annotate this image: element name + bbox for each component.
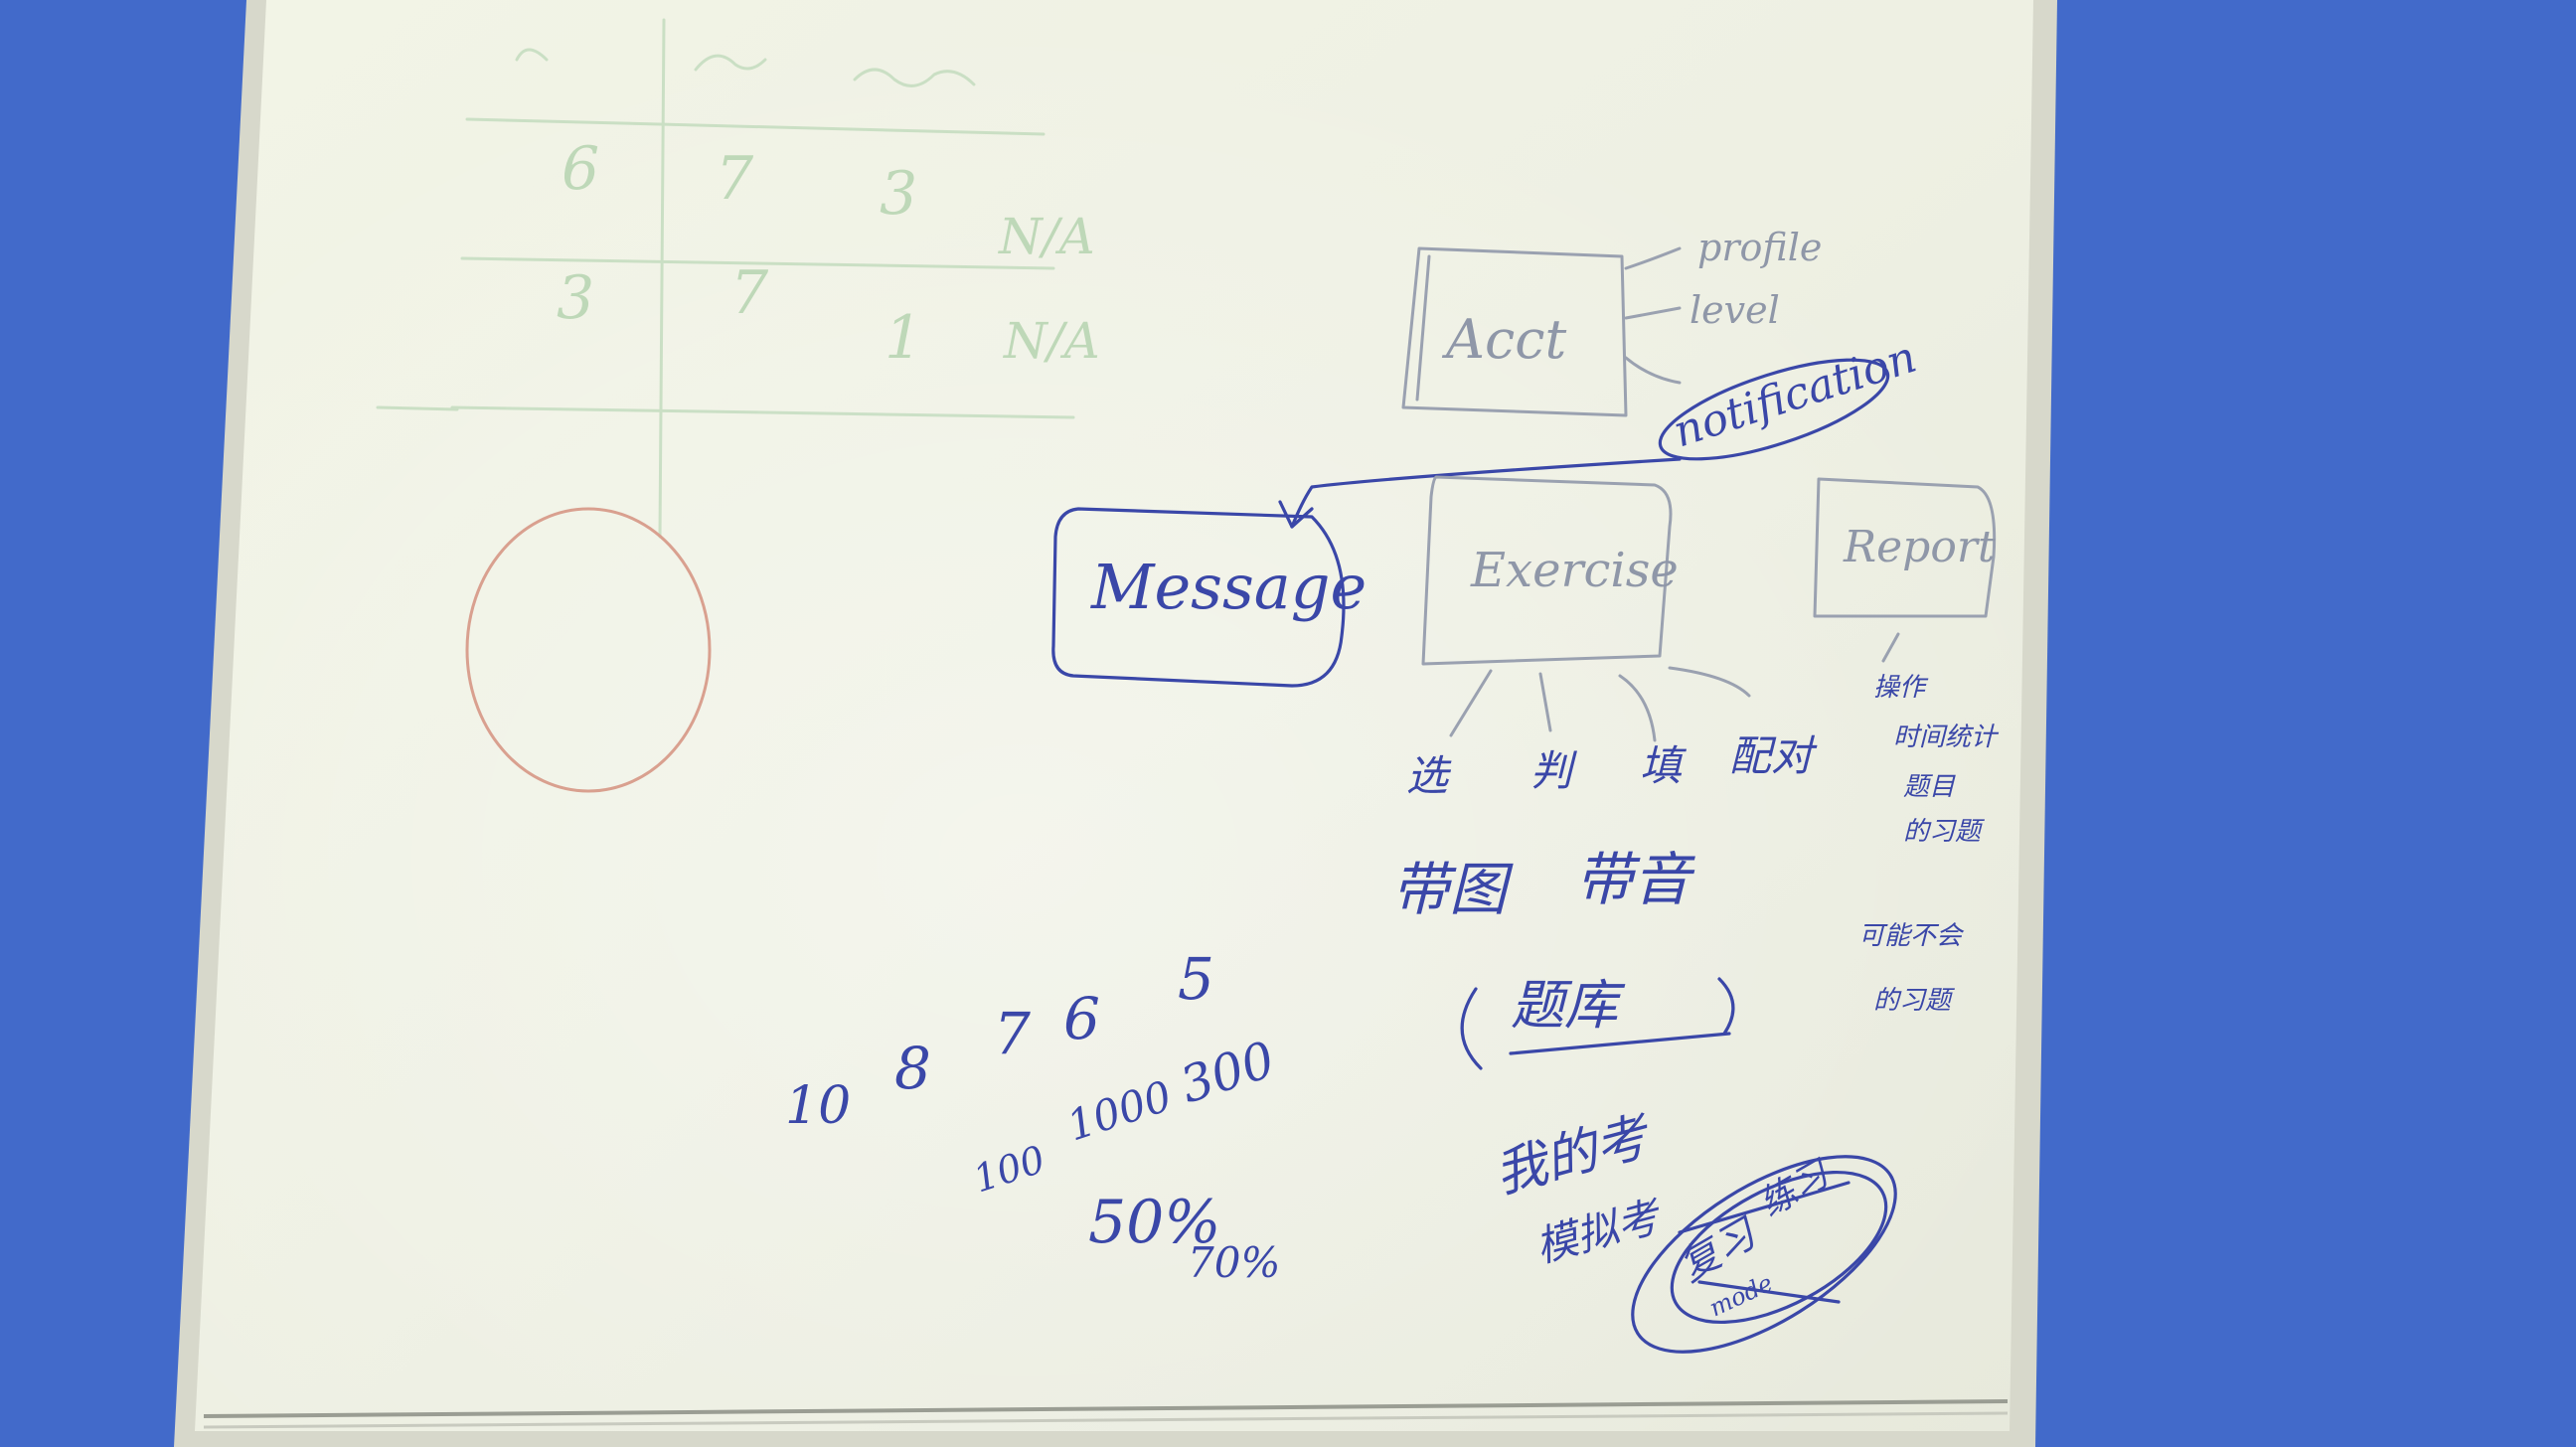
acct-box: Acct profile level <box>1401 226 1822 417</box>
number: 50% <box>1088 1188 1220 1257</box>
exercise-extra: 带图 <box>1391 856 1514 923</box>
report-note: 操作 <box>1873 673 1929 703</box>
report-note: 题目 <box>1903 772 1956 802</box>
faded-table: 6 7 3 N/A 3 7 1 N/A <box>376 18 1100 539</box>
message-box: Message <box>1051 507 1367 688</box>
exercise-type: 判 <box>1530 746 1577 795</box>
number: 7 <box>994 1000 1031 1067</box>
exercise-type: 配对 <box>1729 731 1818 780</box>
report-box: Report <box>1813 477 1997 663</box>
report-note: 的习题 <box>1903 817 1985 847</box>
faded-table-cell: N/A <box>1003 312 1100 370</box>
report-note: 时间统计 <box>1893 723 2000 752</box>
message-label: Message <box>1090 551 1367 623</box>
number: 6 <box>1063 985 1100 1052</box>
report-label: Report <box>1843 522 1996 572</box>
level-label: level <box>1690 288 1780 332</box>
exercise-box: Exercise <box>1421 475 1751 742</box>
profile-label: profile <box>1697 226 1822 269</box>
faded-table-cell: N/A <box>998 208 1095 265</box>
exercise-type: 填 <box>1640 741 1688 790</box>
number: 8 <box>894 1035 931 1102</box>
faded-table-cell: 6 <box>562 134 599 204</box>
number: 5 <box>1178 945 1214 1013</box>
report-notes: 操作 时间统计 题目 的习题 可能不会 的习题 <box>1858 673 2000 1016</box>
exercise-type: 选 <box>1406 751 1452 800</box>
faded-table-cell: 3 <box>557 263 594 333</box>
whiteboard <box>174 0 2057 1447</box>
faded-circle <box>465 507 712 793</box>
exercise-label: Exercise <box>1470 543 1679 598</box>
faded-table-cell: 1 <box>885 303 922 373</box>
number: 10 <box>785 1076 851 1136</box>
exercise-notes: 选 判 填 配对 带图 带音 题库 <box>1391 731 1818 1070</box>
faded-table-cell: 3 <box>880 159 917 229</box>
faded-table-cell: 7 <box>716 144 754 214</box>
report-note: 的习题 <box>1873 986 1955 1016</box>
faded-table-cell: 7 <box>730 258 769 328</box>
acct-label: Acct <box>1441 308 1566 371</box>
report-note: 可能不会 <box>1858 921 1965 951</box>
number: 70% <box>1188 1238 1280 1287</box>
bracket-note: 题库 <box>1511 974 1626 1037</box>
exercise-extra: 带音 <box>1575 846 1695 913</box>
